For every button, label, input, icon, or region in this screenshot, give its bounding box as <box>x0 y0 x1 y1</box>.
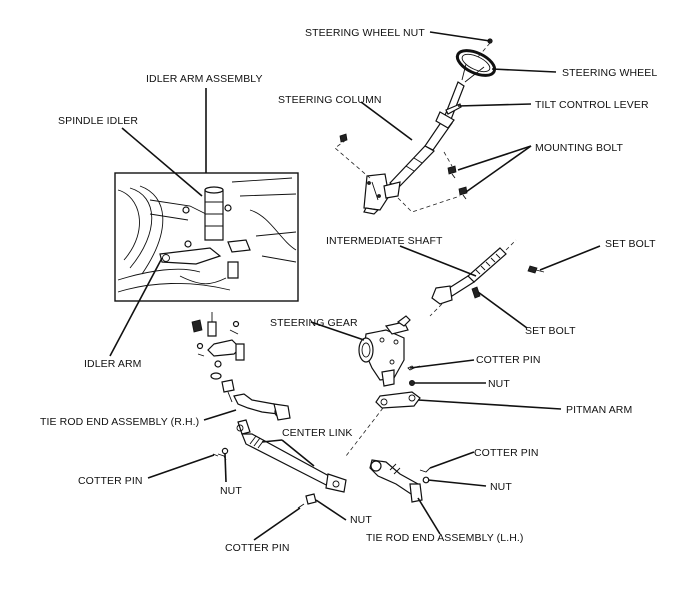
label-intermediate-shaft: INTERMEDIATE SHAFT <box>326 235 443 247</box>
steering-wheel-drawing <box>455 49 497 83</box>
pitman-arm-drawing <box>345 365 421 457</box>
idler-arm-inset <box>114 172 299 302</box>
leader-lines <box>109 31 601 541</box>
tie-rod-rh-drawing <box>233 393 291 435</box>
label-pitman-arm: PITMAN ARM <box>566 404 632 416</box>
steering-gear-drawing <box>358 315 411 387</box>
label-steering-gear: STEERING GEAR <box>270 317 358 329</box>
tie-rod-lh-drawing <box>297 459 431 509</box>
label-cotter-pin-left: COTTER PIN <box>78 475 143 487</box>
label-cotter-pin-right: COTTER PIN <box>474 447 539 459</box>
label-steering-wheel: STEERING WHEEL <box>562 67 657 79</box>
label-nut-center: NUT <box>350 514 372 526</box>
intermediate-shaft-drawing <box>429 239 545 317</box>
steering-column-drawing <box>363 81 465 215</box>
label-steering-wheel-nut: STEERING WHEEL NUT <box>305 27 425 39</box>
label-spindle-idler: SPINDLE IDLER <box>58 115 138 127</box>
label-set-bolt-lower: SET BOLT <box>525 325 576 337</box>
label-nut-gear: NUT <box>488 378 510 390</box>
label-idler-arm-assembly: IDLER ARM ASSEMBLY <box>146 73 263 85</box>
label-mounting-bolt: MOUNTING BOLT <box>535 142 624 154</box>
column-mounting-bolts-drawing <box>334 133 468 213</box>
label-idler-arm: IDLER ARM <box>84 358 142 370</box>
label-set-bolt-upper: SET BOLT <box>605 238 656 250</box>
label-nut-left: NUT <box>220 485 242 497</box>
label-cotter-pin-bottom: COTTER PIN <box>225 542 290 554</box>
steering-wheel-nut-drawing <box>477 38 493 58</box>
label-steering-column: STEERING COLUMN <box>278 94 382 106</box>
center-link-drawing <box>212 433 347 493</box>
label-nut-right: NUT <box>490 481 512 493</box>
label-tie-rod-end-lh: TIE ROD END ASSEMBLY (L.H.) <box>366 532 524 544</box>
label-tilt-control-lever: TILT CONTROL LEVER <box>535 99 649 111</box>
label-center-link: CENTER LINK <box>282 427 353 439</box>
label-cotter-pin-gear: COTTER PIN <box>476 354 541 366</box>
tilt-control-lever-drawing <box>445 103 462 115</box>
idler-arm-exploded-drawing <box>191 312 245 403</box>
label-tie-rod-end-rh: TIE ROD END ASSEMBLY (R.H.) <box>40 416 199 428</box>
labels: STEERING WHEEL NUT STEERING WHEEL IDLER … <box>40 27 657 554</box>
